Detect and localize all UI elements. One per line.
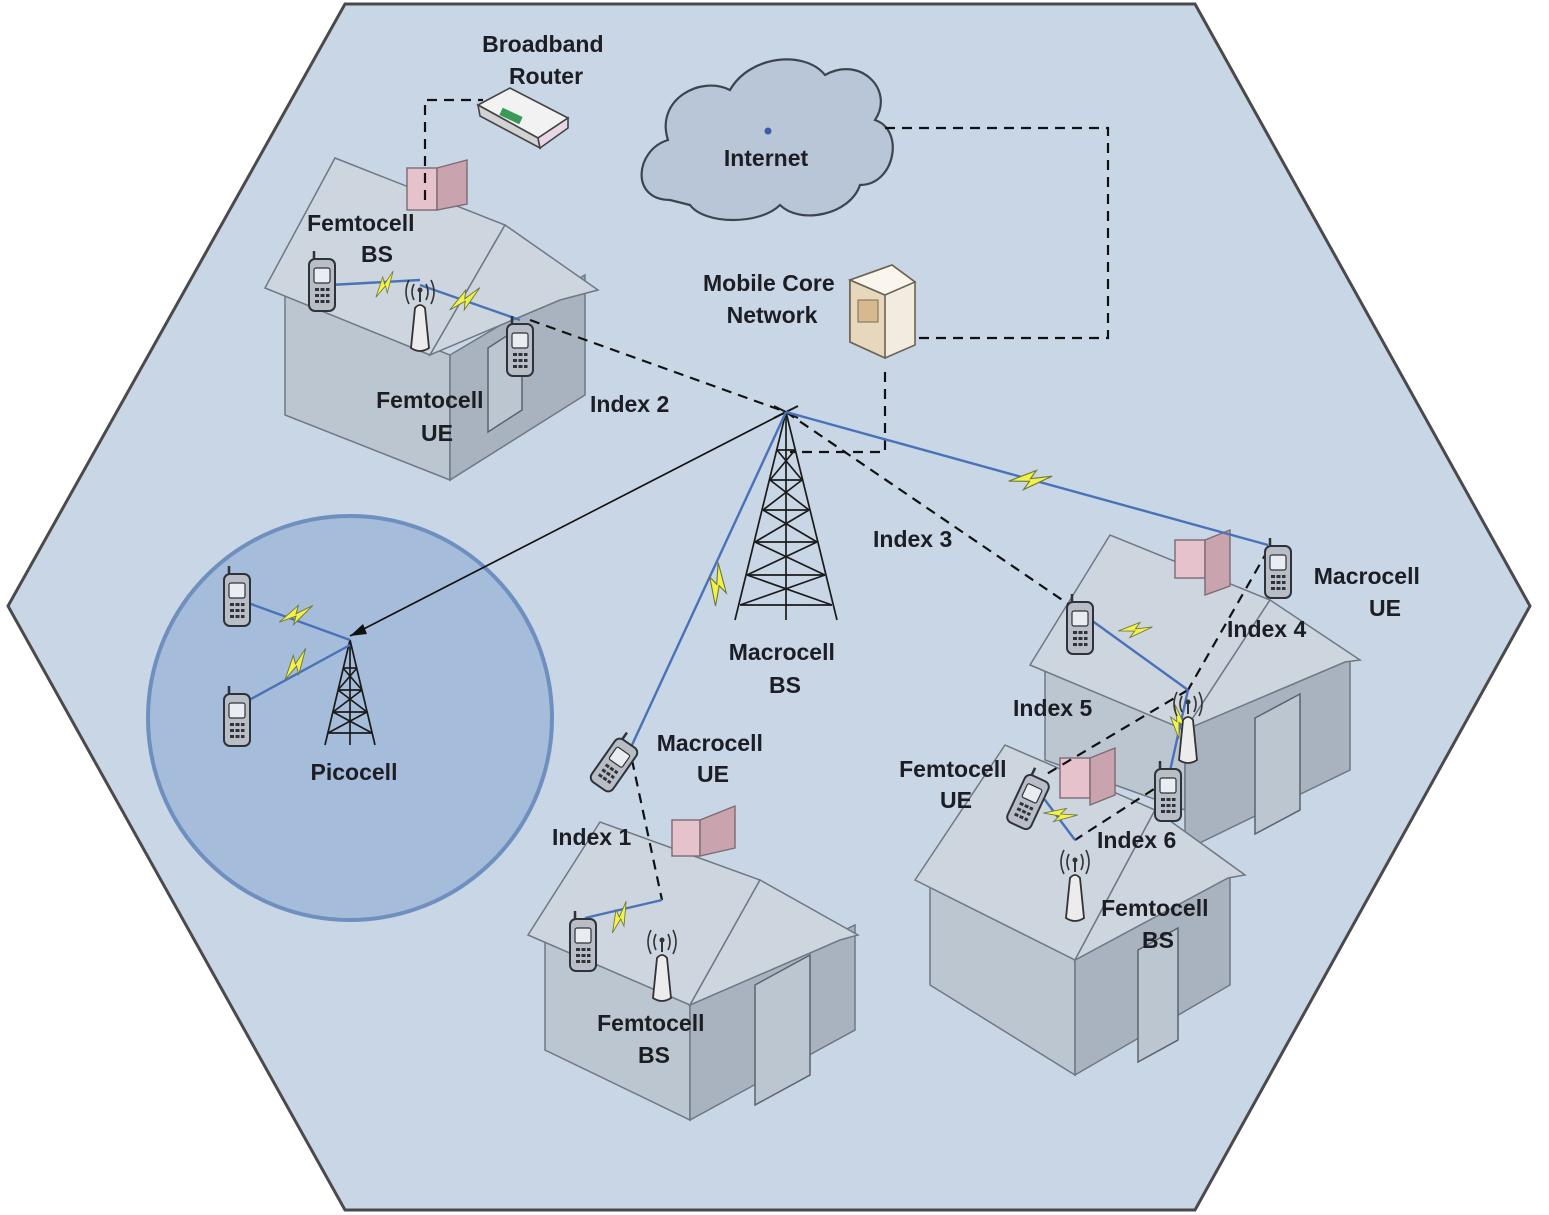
index-6-line [1074,779,1169,841]
macrocell-ue-label-right: Macrocell UE [1314,563,1427,621]
index-2-label: Index 2 [590,391,669,417]
index-5-label: Index 5 [1013,695,1092,721]
picocell-label: Picocell [311,759,398,785]
femtocell-bs-label-topleft: Femtocell BS [307,210,421,267]
index-5-line [1044,689,1189,776]
index-3-label: Index 3 [873,526,952,552]
mobile-core-network-label: Mobile Core Network [703,270,841,328]
index-3-line [785,411,1081,613]
phone-icon [505,314,535,378]
picocell-tower-icon [324,639,376,746]
femto-rightback-link [1079,611,1189,691]
index-4-label: Index 4 [1227,616,1306,642]
phone-icon [222,684,252,748]
index-6-label: Index 6 [1097,827,1176,853]
broadband-router-label: Broadband Router [482,31,610,89]
phone-icon [222,564,252,628]
internet-label: Internet [724,145,809,171]
macrocell-to-picocell-line [349,411,787,637]
macrocell-bs-label: Macrocell BS [729,639,842,698]
femtocell-ue-label-right: Femtocell UE [899,756,1013,813]
femtocell-bs-label-bottom: Femtocell BS [597,1010,711,1068]
picocell-arrowhead [350,624,367,636]
pico-link-b [239,643,351,707]
house-right-back [1028,528,1363,852]
index-4-line [1187,549,1269,691]
macrocell-bs-tower-icon [734,405,838,621]
phone-icon [1065,592,1095,656]
femto-topleft-link-a [329,278,421,287]
index-1-line [630,759,664,901]
broadband-router-icon [476,87,570,150]
internet-to-core-line [885,126,1110,340]
mobile-core-network-server-icon [847,264,917,360]
router-to-femtocell-line [423,98,483,200]
phone-icon [1263,536,1293,600]
index-2-line [529,318,787,414]
phone-icon [568,909,598,973]
femtocell-bs-label-right: Femtocell BS [1101,895,1215,953]
internet-dot-icon [764,127,772,135]
phone-icon [1153,759,1183,823]
phone-icon [307,249,337,313]
internet-cloud [640,58,894,221]
macrocell-ue-label-center: Macrocell UE [657,730,770,787]
house-right-front [913,744,1247,1077]
index-1-label: Index 1 [552,824,631,850]
macro-to-ue-center-link [630,411,788,746]
femtocell-ue-label-topleft: Femtocell UE [376,387,490,446]
core-to-macrocell-line [790,372,887,454]
